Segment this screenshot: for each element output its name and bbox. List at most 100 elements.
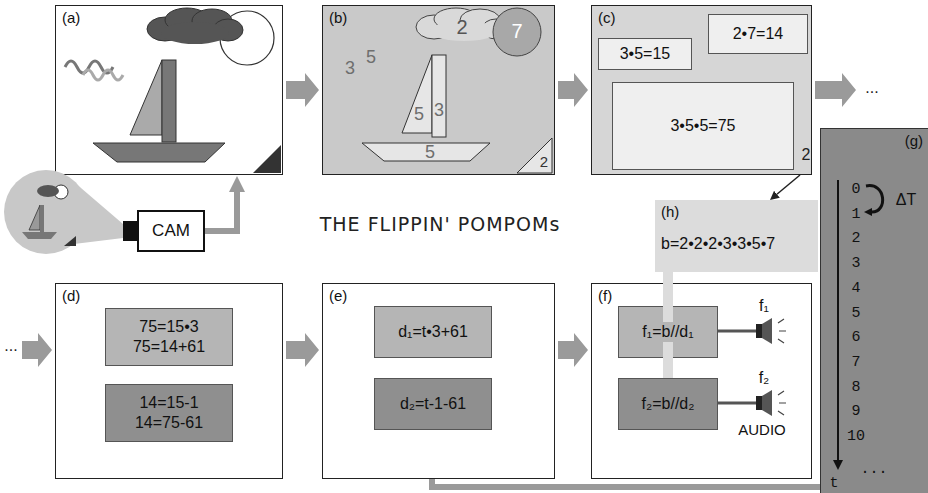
speaker-symbol: [756, 324, 762, 338]
flow-arrow: [558, 73, 588, 107]
equation-text: 14=75-61: [135, 413, 203, 433]
equation-panel: (d) 75=15•375=14+61 14=15-114=75-61: [55, 283, 283, 479]
time-step: 4: [851, 279, 860, 298]
panel-label: (a): [62, 9, 276, 28]
corner-outline: [517, 138, 552, 173]
factor-product: b=2•2•2•3•3•5•7: [661, 234, 812, 254]
mini-mast: [40, 205, 44, 232]
ellipsis: ...: [865, 78, 878, 98]
equation-text: 3•5=15: [620, 44, 671, 64]
panel-label: (e): [329, 287, 548, 306]
ellipsis: ...: [860, 461, 887, 480]
time-step: 1: [851, 205, 860, 224]
time-step: 0: [851, 181, 860, 200]
equation-text: d₂=t-1-61: [400, 394, 466, 414]
ellipsis: ...: [4, 336, 17, 356]
callout-number: 2: [802, 145, 811, 165]
time-step: 5: [851, 304, 860, 323]
camera-lens: [123, 221, 137, 241]
panel-label: (f): [598, 287, 805, 306]
wire: [717, 330, 756, 333]
wire: [717, 402, 756, 405]
step-label: ΔT: [896, 190, 916, 210]
callout-number: 2: [456, 15, 467, 40]
time-step: 9: [851, 403, 860, 422]
callout-number: 5: [366, 46, 376, 69]
callout-number: 3: [345, 57, 355, 80]
delay-box: d₂=t-1-61: [374, 378, 492, 430]
callout-number: 3: [434, 99, 444, 122]
equation-text: 75=15•3: [139, 317, 198, 337]
equation-text: 2•7=14: [733, 24, 784, 44]
time-axis: [837, 180, 839, 460]
clock-panel: (g): [820, 128, 928, 493]
time-step: 10: [847, 428, 865, 447]
callout-number: 3: [345, 57, 355, 80]
connector-line: [205, 192, 237, 231]
time-step: 10: [847, 428, 865, 447]
signal-name: AUDIO: [738, 421, 786, 440]
flow-arrow: [286, 73, 319, 107]
corner-mark: [253, 145, 281, 173]
callout-number: 5: [414, 103, 424, 126]
mini-cloud: [37, 185, 59, 197]
product-panel: (c)3•5=152•7=143•5•5=75: [591, 5, 812, 175]
time-step: 3: [851, 255, 860, 274]
equation-text: f₁=b//d₁: [639, 322, 696, 342]
panel-label: (d): [62, 287, 276, 306]
factor-band: (h) b=2•2•2•3•3•5•7: [655, 200, 818, 272]
panel-label: (b): [329, 9, 548, 28]
time-step: 5: [851, 304, 860, 323]
equation-box: 75=15•375=14+61: [105, 308, 233, 366]
product-box: 3•5=15: [598, 38, 692, 70]
sail-outline: [402, 55, 432, 133]
time-step: 3: [851, 255, 860, 274]
title-text: THE FLIPPIN' POMPOMs: [320, 213, 561, 237]
callout-number: 3: [434, 99, 444, 122]
speakers: [717, 318, 786, 416]
flow-arrow: [286, 333, 319, 367]
sun-outline: [493, 8, 541, 56]
time-step: 8: [851, 378, 860, 397]
time-step: 7: [851, 354, 860, 373]
equation-box: 14=15-114=75-61: [105, 384, 233, 442]
speaker-symbol: [756, 396, 762, 410]
frequency-box: f₂=b//d₂: [618, 378, 718, 430]
signal-name: f₁: [759, 296, 769, 316]
sailboat-scene: [65, 8, 281, 173]
equation-text: 75=14+61: [133, 337, 205, 357]
camera-box: CAM: [137, 210, 205, 252]
delay-panel: (e)d₁=t•3+61d₂=t-1-61: [322, 283, 555, 479]
tick-arrow: [866, 186, 883, 212]
speaker-cone: [762, 390, 772, 416]
callout-number: 2: [802, 145, 811, 165]
mini-sail: [29, 205, 40, 230]
signal-name: f₂: [759, 368, 770, 388]
time-step: 2: [851, 230, 860, 249]
product-box: 2•7=14: [708, 14, 808, 54]
wave: [83, 70, 123, 80]
time-step: 9: [851, 403, 860, 422]
time-step: 2: [851, 230, 860, 249]
time-step: 0: [851, 181, 860, 200]
mini-hull: [22, 232, 57, 239]
step-label: ΔT: [896, 190, 916, 210]
numbered-scene: [362, 8, 552, 173]
callout-number: 7: [511, 19, 522, 44]
signal-name: f₁: [759, 296, 769, 316]
time-step: 8: [851, 378, 860, 397]
time-axis-label: t: [829, 475, 838, 493]
callout-number: 5: [414, 103, 424, 126]
mast: [162, 60, 176, 142]
panel-label: (g): [827, 132, 923, 151]
view-circle: [4, 170, 88, 254]
connector-line: [432, 479, 820, 487]
panel-label: (c): [598, 9, 805, 28]
time-step: 4: [851, 279, 860, 298]
signal-band: [663, 272, 673, 378]
equation-text: f₂=b//d₂: [639, 394, 698, 414]
panel-label: (h): [661, 203, 812, 222]
speaker-cone: [762, 318, 772, 344]
callout-number: 2: [540, 153, 548, 172]
callout-number: 2: [540, 153, 548, 172]
